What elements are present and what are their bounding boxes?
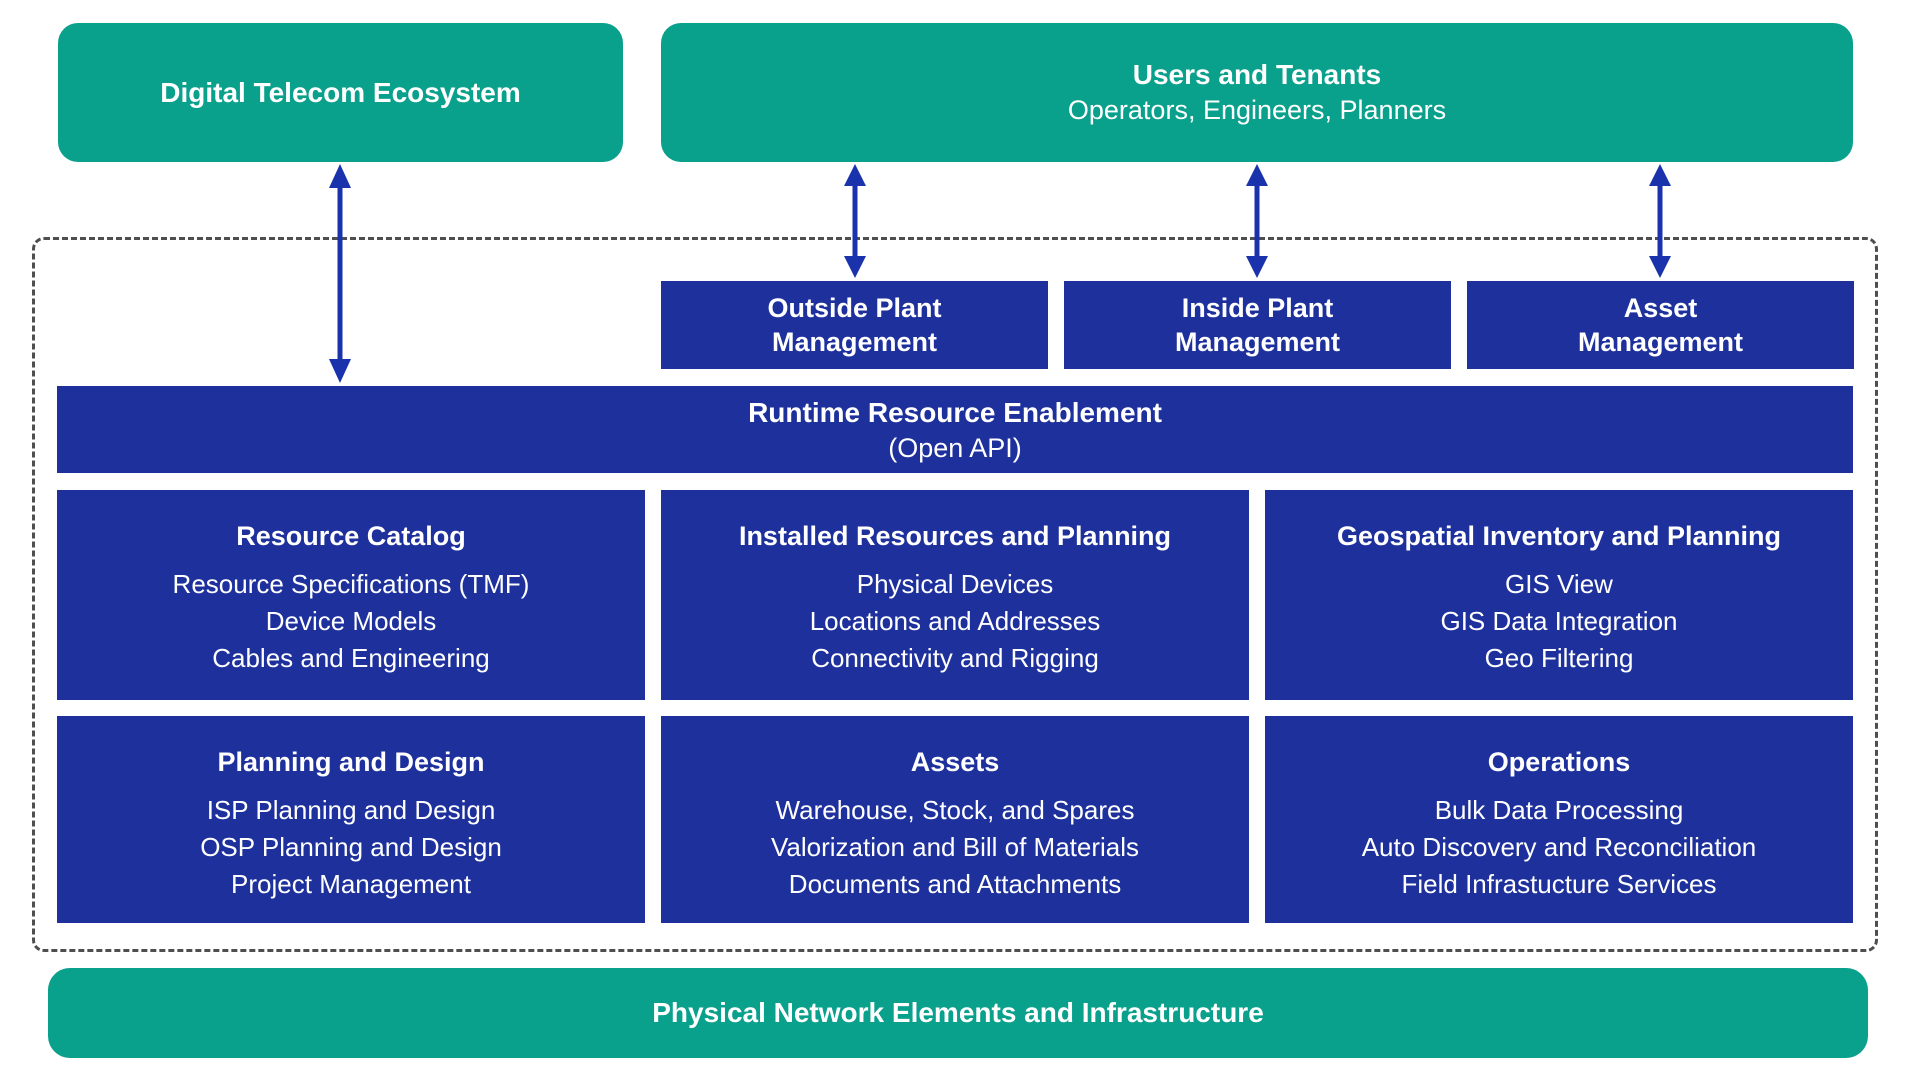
bidirectional-arrow-ecosystem [329,164,351,383]
physical-network-bar: Physical Network Elements and Infrastruc… [48,968,1868,1058]
module-item: GIS Data Integration [1440,606,1678,636]
module-item: Cables and Engineering [212,643,490,673]
module-title: Planning and Design [217,747,485,777]
inside-plant-management-box: Inside Plant Management [1064,281,1451,369]
users-title: Users and Tenants [1132,59,1382,90]
module-item: Warehouse, Stock, and Spares [775,795,1135,825]
asset-line1: Asset [1623,293,1698,323]
module-installed-resources: Installed Resources and Planning Physica… [661,490,1249,700]
module-assets: Assets Warehouse, Stock, and Spares Valo… [661,716,1249,923]
module-item: GIS View [1505,569,1613,599]
outside-plant-line2: Management [771,327,938,357]
module-geospatial-inventory: Geospatial Inventory and Planning GIS Vi… [1265,490,1853,700]
module-item: Bulk Data Processing [1434,795,1684,825]
inside-plant-line1: Inside Plant [1181,293,1334,323]
module-resource-catalog: Resource Catalog Resource Specifications… [57,490,645,700]
module-title: Installed Resources and Planning [738,521,1172,551]
users-and-tenants-box: Users and Tenants Operators, Engineers, … [661,23,1853,162]
module-item: Physical Devices [856,569,1054,599]
module-item: Geo Filtering [1484,643,1634,673]
runtime-title: Runtime Resource Enablement [748,397,1162,428]
bidirectional-arrow-asset [1649,164,1671,278]
users-subtitle: Operators, Engineers, Planners [1067,95,1447,125]
module-title: Geospatial Inventory and Planning [1336,521,1782,551]
physical-network-title: Physical Network Elements and Infrastruc… [652,997,1264,1028]
runtime-resource-enablement-bar: Runtime Resource Enablement (Open API) [57,386,1853,473]
module-item: Resource Specifications (TMF) [172,569,530,599]
module-item: Connectivity and Rigging [811,643,1099,673]
module-item: Field Infrastucture Services [1401,869,1717,899]
outside-plant-line1: Outside Plant [767,293,942,323]
module-item: OSP Planning and Design [200,832,502,862]
module-title: Operations [1487,747,1631,777]
module-planning-and-design: Planning and Design ISP Planning and Des… [57,716,645,923]
module-title: Resource Catalog [236,521,466,551]
module-title: Assets [910,747,1000,777]
bidirectional-arrow-outside-plant [844,164,866,278]
module-item: Locations and Addresses [809,606,1101,636]
module-item: Valorization and Bill of Materials [770,832,1140,862]
module-item: Auto Discovery and Reconciliation [1361,832,1757,862]
asset-line2: Management [1577,327,1744,357]
asset-management-box: Asset Management [1467,281,1854,369]
platform-boundary-dashed-border [32,237,1878,952]
bidirectional-arrow-inside-plant [1246,164,1268,278]
digital-telecom-ecosystem-box: Digital Telecom Ecosystem [58,23,623,162]
inside-plant-line2: Management [1174,327,1341,357]
module-item: Project Management [231,869,471,899]
module-item: ISP Planning and Design [206,795,496,825]
module-operations: Operations Bulk Data Processing Auto Dis… [1265,716,1853,923]
module-item: Device Models [265,606,437,636]
outside-plant-management-box: Outside Plant Management [661,281,1048,369]
ecosystem-title: Digital Telecom Ecosystem [160,76,521,108]
runtime-subtitle: (Open API) [888,433,1022,463]
module-item: Documents and Attachments [788,869,1122,899]
